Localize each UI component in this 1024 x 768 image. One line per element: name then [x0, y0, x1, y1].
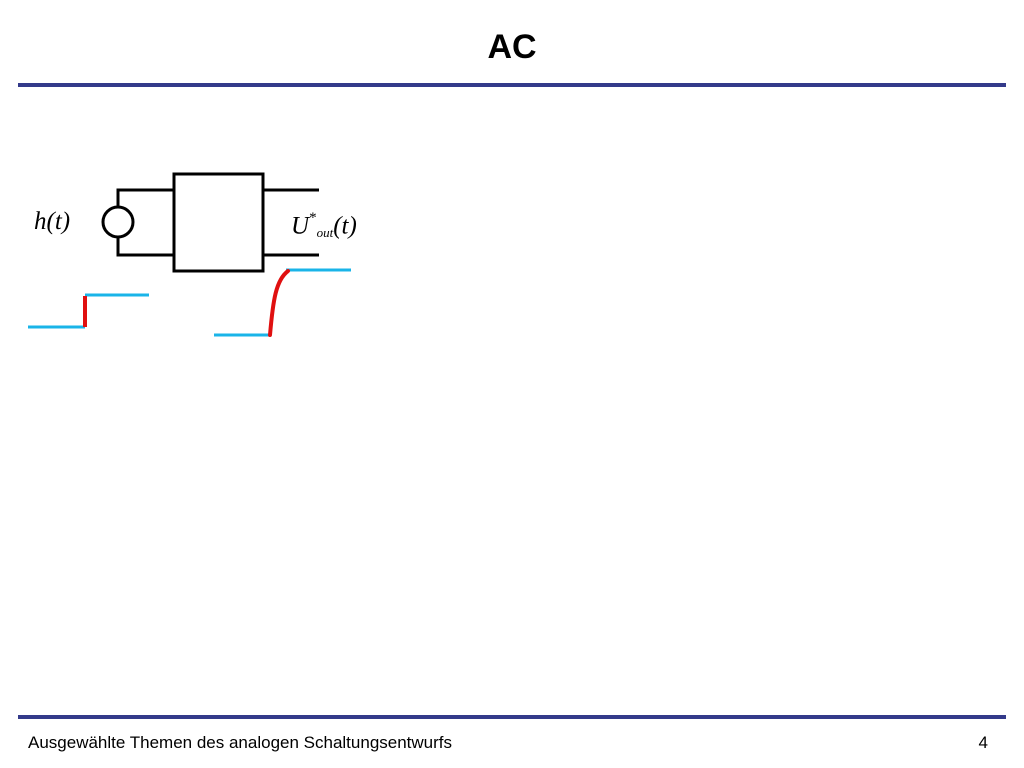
output-label-symbol: U: [291, 212, 310, 240]
title-divider: [18, 83, 1006, 87]
output-label-argument: (t): [333, 212, 357, 240]
footer-divider: [18, 715, 1006, 719]
output-label-subscript: out: [316, 225, 334, 241]
slide-title: AC: [487, 28, 537, 66]
voltage-source-icon: [101, 205, 135, 239]
input-wire-top: [116, 188, 174, 207]
footer-course-title: Ausgewählte Themen des analogen Schaltun…: [28, 733, 453, 752]
two-port-block: [172, 172, 265, 273]
output-label-superscript: *: [309, 210, 317, 226]
input-wire-bottom: [116, 238, 174, 257]
page-number: 4: [978, 733, 988, 752]
input-signal-label: h(t): [34, 208, 71, 235]
output-signal-label: U*out(t): [291, 210, 357, 243]
output-response-rise-curve: [268, 269, 290, 337]
